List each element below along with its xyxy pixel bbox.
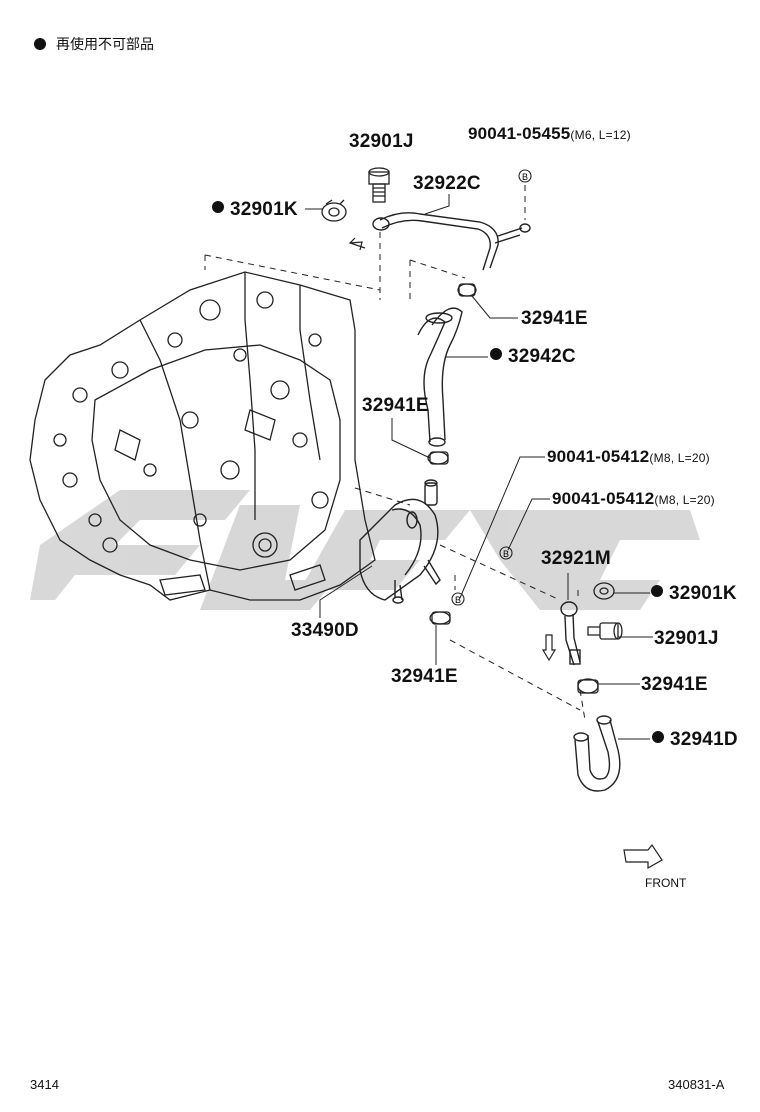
front-label: FRONT — [645, 876, 687, 890]
label-32921m: 32921M — [541, 548, 611, 569]
part-number: 32941D — [670, 729, 738, 750]
front-arrow-icon — [623, 843, 663, 870]
part-spec: (M6, L=12) — [570, 128, 631, 142]
b-marker-3: B — [455, 595, 461, 605]
part-number: 32942C — [508, 346, 576, 367]
bullet-icon — [651, 585, 663, 597]
hose-32942c — [417, 307, 463, 447]
gasket-32901k-right — [593, 582, 615, 600]
label-32901k-top: 32901K — [212, 199, 298, 221]
label-90041-05412-b: 90041-05412(M8, L=20) — [552, 489, 715, 509]
part-number: 32901K — [669, 583, 737, 604]
label-32941e-b: 32941E — [362, 395, 429, 416]
bolt-32901j-top — [368, 167, 390, 203]
label-90041-05412-a: 90041-05412(M8, L=20) — [547, 447, 710, 467]
transaxle-housing — [29, 271, 376, 601]
bolt-32901j-right — [587, 622, 623, 640]
gasket-32901k-top — [321, 199, 347, 222]
hose-32941d — [573, 715, 621, 792]
reuse-note: 再使用不可部品 — [34, 34, 154, 54]
clip-32941e-top — [457, 283, 477, 297]
b-marker-icon — [451, 169, 532, 606]
dashed-guides — [204, 185, 586, 721]
b-marker-2: B — [503, 549, 509, 559]
label-32941d: 32941D — [652, 729, 738, 751]
part-spec: (M8, L=20) — [649, 451, 710, 465]
down-arrow-icon — [541, 634, 557, 662]
bullet-icon — [490, 348, 502, 360]
bullet-icon — [652, 731, 664, 743]
arrow-icon — [348, 237, 366, 251]
bullet-icon — [212, 201, 224, 213]
oil-cooler-33490d — [359, 479, 441, 604]
pipe-32922c — [372, 212, 531, 271]
bullet-icon — [34, 38, 46, 50]
part-number: 90041-05412 — [547, 447, 650, 466]
label-32922c: 32922C — [413, 173, 481, 194]
part-number: 90041-05455 — [468, 124, 571, 143]
label-32941e-c: 32941E — [391, 666, 458, 687]
leader-lines — [305, 194, 653, 740]
b-marker-1: B — [522, 172, 528, 182]
clip-32941e-bottom — [429, 611, 451, 625]
label-32901k-right: 32901K — [651, 583, 737, 605]
part-number: 90041-05412 — [552, 489, 655, 508]
diagram-reference: 340831-A — [668, 1077, 725, 1092]
part-number: 32901K — [230, 199, 298, 220]
label-32901j-top: 32901J — [349, 131, 414, 152]
label-32941e-d: 32941E — [641, 674, 708, 695]
page-number: 3414 — [30, 1077, 59, 1092]
label-33490d: 33490D — [291, 620, 359, 641]
clip-32941e-mid — [427, 451, 449, 465]
label-90041-05455: 90041-05455(M6, L=12) — [468, 124, 631, 144]
part-spec: (M8, L=20) — [654, 493, 715, 507]
reuse-note-text: 再使用不可部品 — [56, 36, 154, 52]
pipe-32921m — [560, 601, 581, 666]
label-32901j-right: 32901J — [654, 628, 719, 649]
label-32941e-a: 32941E — [521, 308, 588, 329]
clip-32941e-right — [577, 678, 599, 694]
label-32942c: 32942C — [490, 346, 576, 368]
